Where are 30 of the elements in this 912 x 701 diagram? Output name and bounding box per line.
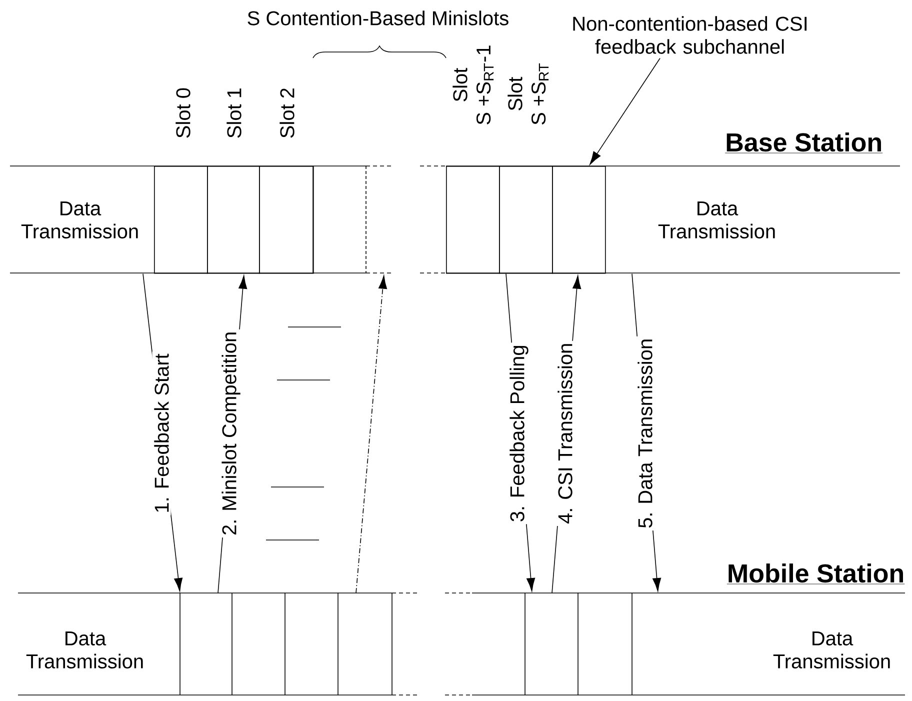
slot-cell: Slot S +S$_{RT}$-1 — [446, 46, 500, 274]
node-label: Slot 1 — [226, 88, 242, 138]
node-label: Slot — [508, 76, 522, 110]
data-cell: Data Transmission — [658, 202, 775, 238]
callout-text: Non-contention-based CSI feedback subchannel — [573, 16, 807, 54]
node-label: Slot 2 — [280, 88, 294, 138]
arrow — [356, 275, 387, 594]
edge-label: 4. CSI Transmission — [556, 340, 574, 526]
edge-label: 5. Data Transmission — [636, 336, 654, 530]
edge-label: 1. Feedback Start — [152, 352, 171, 516]
station-heading: Base Station — [724, 132, 883, 154]
data-cell: Data Transmission — [21, 202, 138, 238]
slot-cell: Slot 0 — [154, 88, 208, 274]
data-cell: Data Transmission — [773, 632, 890, 668]
edge-label: 3. Feedback Polling — [508, 342, 530, 524]
node-label: S +S$_{RT}$-1 — [476, 46, 494, 124]
slot-cell: Slot S +S$_{RT}$ — [499, 63, 553, 274]
data-cell: Data Transmission — [26, 632, 143, 668]
edge-label: 2. Minislot Competition — [220, 329, 242, 538]
slot-cell: Slot 1 — [207, 88, 260, 274]
leader-line — [590, 58, 660, 165]
slot-cell: Slot 2 — [259, 88, 314, 274]
node-label: S +S$_{RT}$ — [531, 63, 549, 125]
node-label: Slot 0 — [176, 88, 190, 138]
slot-cell — [552, 166, 606, 274]
timeline-band — [18, 592, 906, 696]
station-heading: Mobile Station — [726, 564, 905, 584]
brace-label: S Contention-Based Minislots — [248, 10, 508, 26]
node-label: Slot — [452, 68, 468, 102]
timeline-band — [10, 166, 900, 274]
